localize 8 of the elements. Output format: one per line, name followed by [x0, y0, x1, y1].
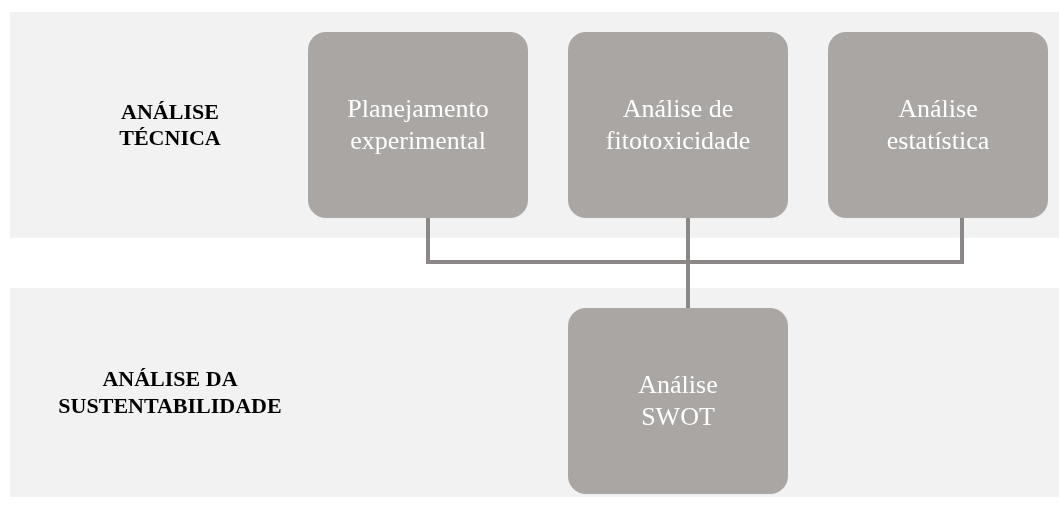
process-box: Planejamento experimental — [308, 32, 528, 218]
section-band — [10, 288, 1059, 497]
process-box: Análise SWOT — [568, 308, 788, 494]
section-heading: ANÁLISE TÉCNICA — [118, 98, 222, 152]
process-box: Análise estatística — [828, 32, 1048, 218]
section-heading: ANÁLISE DA SUSTENTABILIDADE — [58, 366, 282, 419]
process-box: Análise de fitotoxicidade — [568, 32, 788, 218]
section-band — [10, 12, 1059, 238]
